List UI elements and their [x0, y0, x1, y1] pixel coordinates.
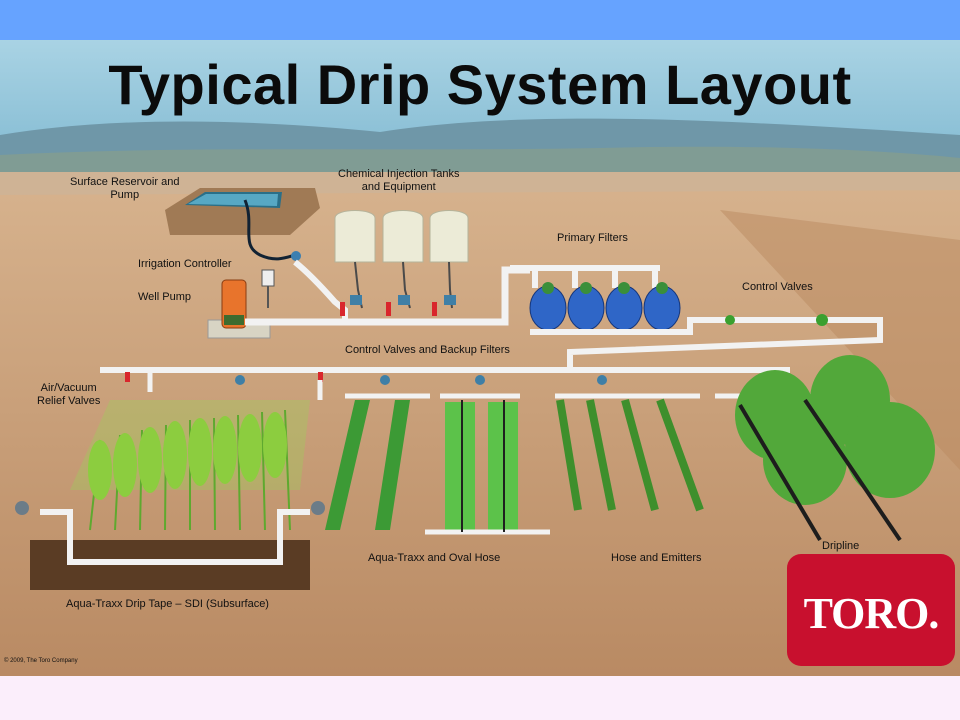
air-vacuum-valve-left — [15, 501, 29, 515]
label-control-valves-backup: Control Valves and Backup Filters — [345, 344, 510, 356]
hills — [0, 146, 960, 180]
label-control-valves: Control Valves — [742, 281, 813, 293]
well-pump — [207, 279, 271, 339]
label-aqua-traxx-sdi: Aqua-Traxx Drip Tape – SDI (Subsurface) — [66, 598, 269, 610]
backup-filter-valves — [125, 372, 607, 385]
chemical-tanks — [334, 210, 469, 263]
filter-outlet-pipe — [530, 317, 883, 358]
dripline-orchard — [735, 355, 935, 542]
label-well-pump: Well Pump — [138, 291, 191, 303]
irrigation-controller-icon — [261, 269, 275, 287]
label-aqua-traxx-oval: Aqua-Traxx and Oval Hose — [368, 552, 501, 564]
copyright: © 2009, The Toro Company — [4, 658, 78, 664]
aqua-traxx-field — [325, 400, 550, 535]
sdi-corn-field — [70, 400, 310, 531]
label-hose-emitters: Hose and Emitters — [611, 552, 702, 564]
page-title: Typical Drip System Layout — [108, 53, 852, 116]
lateral-headers — [147, 370, 850, 400]
surface-reservoir — [165, 188, 320, 235]
hose-emitter-vines — [556, 398, 704, 512]
slide: Typical Drip System Layout Surface Reser… — [0, 40, 960, 676]
toro-logo: TORO. — [787, 554, 955, 666]
control-valve-icon — [725, 315, 735, 325]
injection-valves — [340, 295, 456, 316]
sdi-pipes — [40, 509, 310, 565]
drip-system-illustration — [0, 40, 960, 676]
bottom-bar — [0, 676, 960, 720]
air-vacuum-valve-right — [311, 501, 325, 515]
filter-manifold — [510, 265, 660, 288]
top-bar — [0, 0, 960, 40]
label-dripline: Dripline — [822, 540, 860, 552]
primary-filters — [529, 282, 681, 331]
control-valve-icon-2 — [816, 314, 828, 326]
reservoir-pump-icon — [291, 251, 301, 261]
label-primary-filters: Primary Filters — [557, 232, 628, 244]
reservoir-hose — [243, 199, 296, 261]
label-irrigation-controller: Irrigation Controller — [138, 258, 232, 270]
reservoir-pipe — [293, 259, 348, 322]
toro-logo-text: TORO. — [803, 589, 940, 638]
